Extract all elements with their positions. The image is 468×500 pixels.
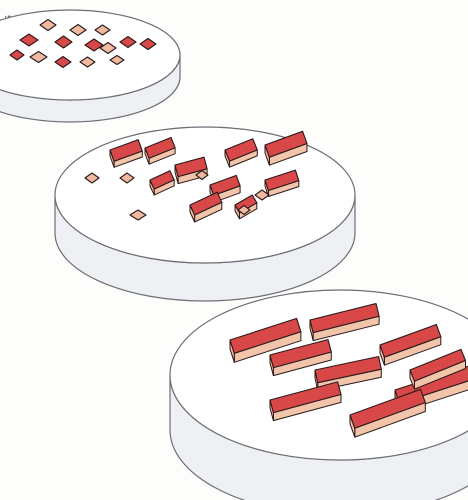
- petri-dish-large-crystals: [170, 290, 468, 500]
- dish-rim: [55, 127, 355, 263]
- petri-dish-medium-crystals: [55, 127, 355, 301]
- petri-dish-small-crystals: [0, 10, 180, 122]
